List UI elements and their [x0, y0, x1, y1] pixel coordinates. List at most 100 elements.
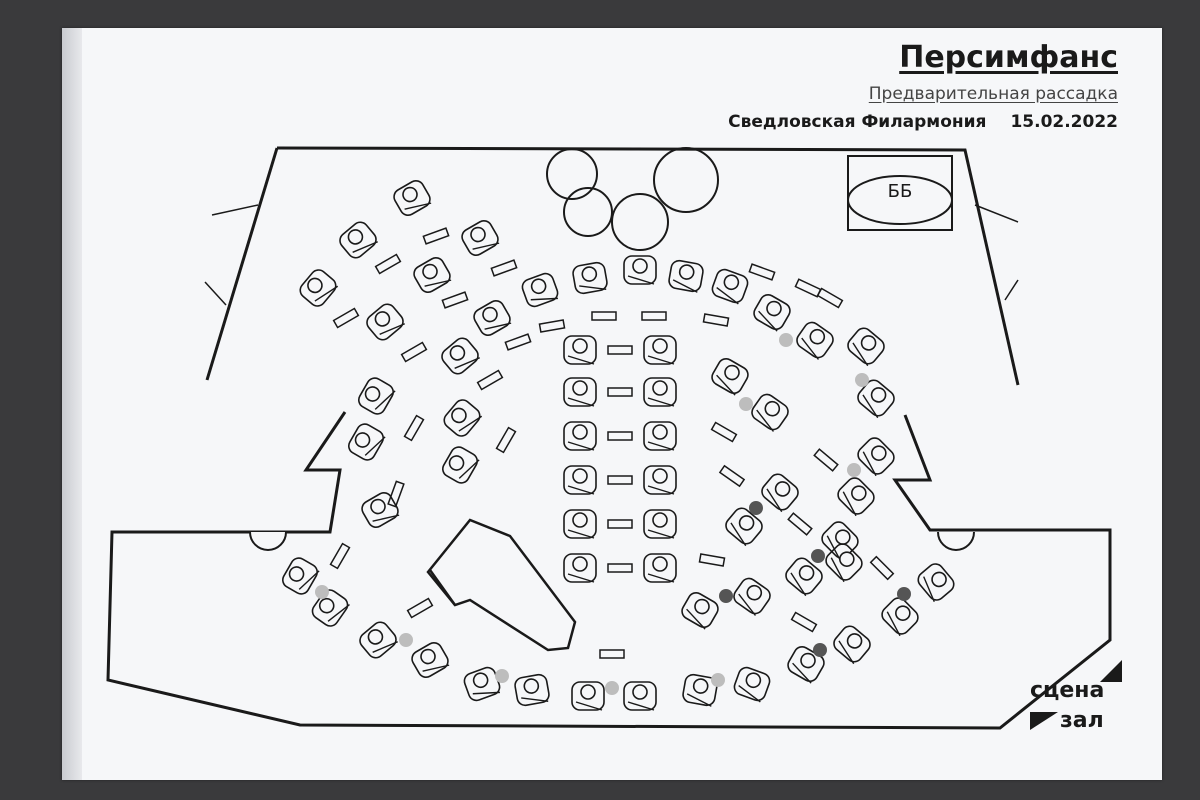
music-stand	[400, 341, 428, 363]
musician-seat	[311, 589, 350, 627]
musician-seat	[563, 377, 597, 407]
timpani	[546, 147, 719, 251]
light-position-dot	[495, 669, 509, 683]
musician-seat	[563, 335, 597, 365]
dark-position-dot	[813, 643, 827, 657]
paper-sheet	[62, 28, 1162, 780]
light-position-dot	[711, 673, 725, 687]
music-stand	[374, 253, 402, 275]
music-stand	[607, 519, 633, 529]
musician-seat	[299, 269, 339, 307]
triangle-up-icon	[1100, 660, 1122, 682]
musician-seat	[711, 358, 749, 396]
hall-legend-label: зал	[1060, 708, 1104, 733]
dark-position-dot	[749, 501, 763, 515]
musician-seat	[563, 509, 597, 539]
musician-seat	[733, 666, 771, 703]
music-stand	[702, 313, 730, 327]
music-stand	[329, 542, 351, 570]
musician-seat	[393, 180, 432, 216]
musician-seat	[711, 268, 749, 305]
music-stand	[406, 597, 434, 619]
venue-name: Сведловская Филармония	[728, 112, 987, 132]
position-dots	[315, 333, 911, 695]
music-stand	[710, 421, 738, 443]
musician-seat	[563, 553, 597, 583]
music-stand	[538, 319, 566, 333]
triangle-down-icon	[1030, 712, 1058, 730]
musician-seat	[441, 337, 480, 375]
door-marks	[204, 204, 1019, 306]
music-stand	[422, 227, 450, 245]
musician-seat	[668, 259, 704, 293]
musician-seat	[643, 421, 677, 451]
musician-seat	[847, 327, 885, 367]
musician-seat	[682, 673, 718, 707]
music-stand	[787, 512, 813, 536]
musician-seat	[348, 423, 386, 461]
dark-position-dot	[897, 587, 911, 601]
music-stand	[607, 563, 633, 573]
page-subtitle: Предварительная рассадка	[868, 84, 1118, 104]
dark-position-dot	[719, 589, 733, 603]
musician-seat	[361, 492, 400, 528]
light-position-dot	[399, 633, 413, 647]
page-title: Персимфанс	[899, 40, 1118, 75]
musician-seat	[359, 621, 398, 659]
music-stand	[495, 426, 517, 454]
musician-seat	[461, 220, 500, 256]
musician-seat	[643, 553, 677, 583]
bass-drum: ББ	[847, 155, 953, 231]
musician-seat	[821, 521, 859, 561]
musician-seat	[571, 681, 605, 711]
musician-seat	[881, 597, 919, 637]
musician-seat	[725, 507, 763, 547]
musician-seat	[563, 421, 597, 451]
music-stand	[794, 278, 822, 298]
musician-seat	[413, 257, 452, 293]
music-stand	[718, 464, 746, 488]
event-date: 15.02.2022	[1010, 112, 1118, 132]
musician-seat	[358, 377, 396, 415]
musician-seat	[572, 261, 608, 295]
musician-seat	[339, 221, 378, 259]
musician-seat	[623, 681, 657, 711]
music-stand	[599, 649, 625, 659]
light-position-dot	[855, 373, 869, 387]
stage-legend-label: сцена	[1030, 678, 1105, 703]
musician-seat	[463, 666, 501, 702]
light-position-dot	[605, 681, 619, 695]
musician-seat	[521, 272, 559, 308]
musician-seat	[643, 509, 677, 539]
music-stand	[869, 555, 895, 581]
musician-seat	[514, 673, 550, 707]
music-stands	[329, 227, 895, 659]
grand-piano	[426, 518, 577, 652]
music-stand	[607, 431, 633, 441]
musician-seat	[563, 465, 597, 495]
musician-seat	[643, 377, 677, 407]
sheet-protector-edge	[62, 28, 82, 780]
musician-seat	[443, 399, 483, 437]
venue-line: Сведловская Филармония 15.02.2022	[728, 112, 1118, 132]
musician-seat	[366, 303, 405, 341]
musician-seat	[411, 642, 450, 678]
musician-seat	[681, 592, 719, 630]
musician-seat	[785, 557, 823, 597]
music-stand	[591, 311, 617, 321]
music-stand	[403, 414, 425, 442]
musician-seat	[787, 646, 825, 684]
music-stand	[748, 263, 776, 281]
musician-seat	[643, 465, 677, 495]
bass-drum-label: ББ	[888, 181, 913, 202]
musician-seat	[442, 446, 480, 484]
musician-seat	[796, 321, 834, 360]
light-position-dot	[779, 333, 793, 347]
musician-seat	[623, 255, 657, 285]
musician-seat	[643, 335, 677, 365]
stage-side-notches	[249, 531, 975, 551]
musician-seats	[282, 180, 955, 711]
music-stand	[698, 553, 726, 567]
musician-seat	[825, 543, 863, 583]
